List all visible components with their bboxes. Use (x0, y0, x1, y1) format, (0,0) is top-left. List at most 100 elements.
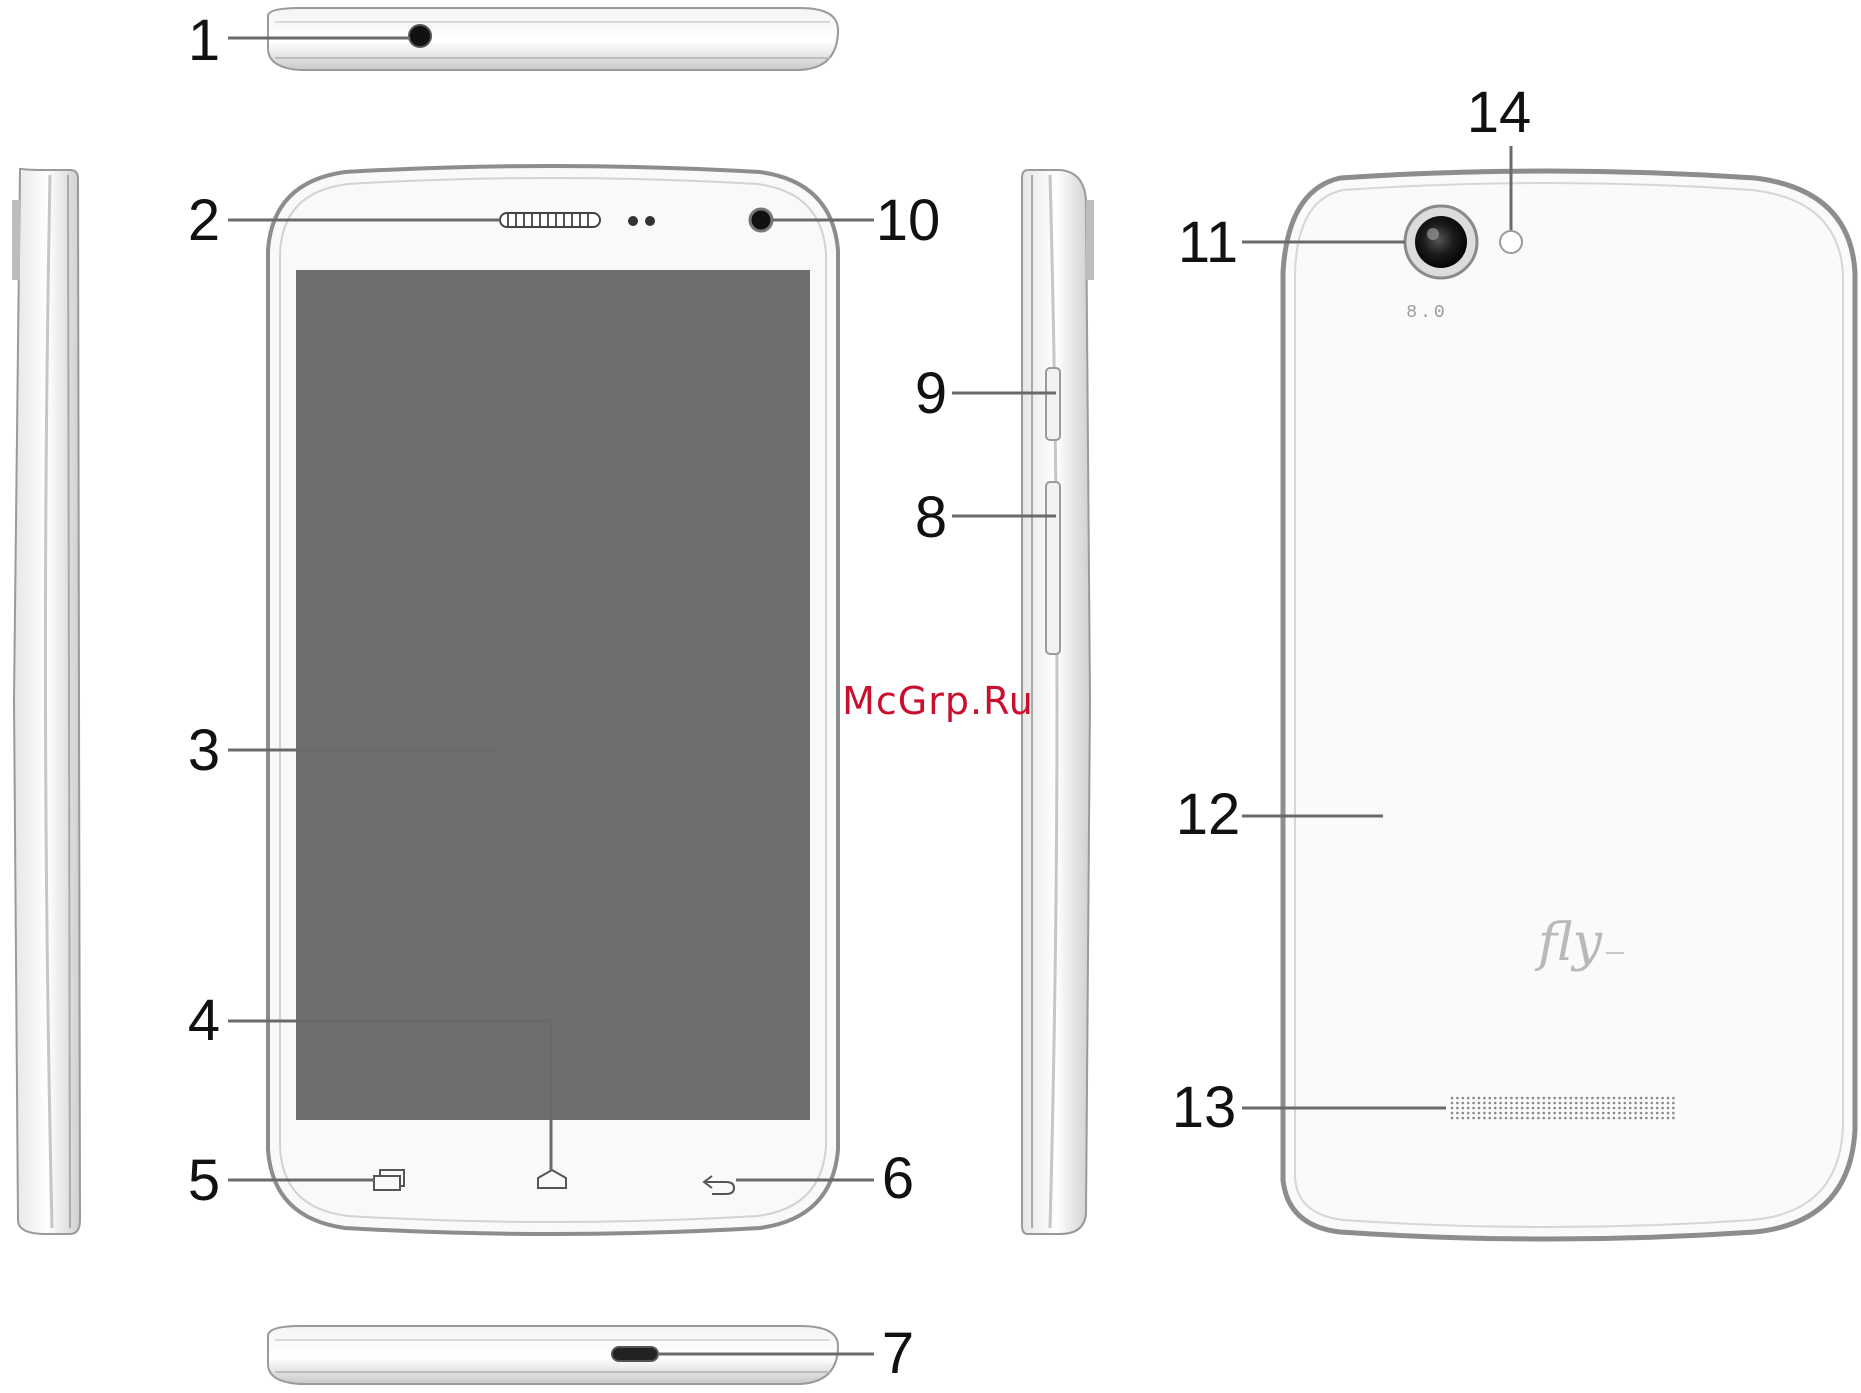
grille-dot (1602, 1107, 1605, 1110)
grille-dot (1548, 1107, 1551, 1110)
grille-dot (1462, 1117, 1465, 1120)
grille-dot (1543, 1117, 1546, 1120)
grille-dot (1602, 1102, 1605, 1105)
grille-dot (1672, 1117, 1675, 1120)
grille-dot (1602, 1112, 1605, 1115)
grille-dot (1575, 1102, 1578, 1105)
grille-dot (1586, 1107, 1589, 1110)
grille-dot (1597, 1097, 1600, 1100)
grille-dot (1499, 1107, 1502, 1110)
grille-dot (1629, 1102, 1632, 1105)
grille-dot (1607, 1117, 1610, 1120)
grille-dot (1467, 1112, 1470, 1115)
grille-dot (1570, 1097, 1573, 1100)
grille-dot (1467, 1102, 1470, 1105)
grille-dot (1661, 1117, 1664, 1120)
grille-dot (1532, 1107, 1535, 1110)
grille-dot (1478, 1097, 1481, 1100)
grille-dot (1564, 1107, 1567, 1110)
volume-up-button (1046, 368, 1060, 440)
camera-megapixel-badge: 8.0 (1406, 303, 1447, 323)
grille-dot (1483, 1117, 1486, 1120)
grille-dot (1559, 1097, 1562, 1100)
grille-dot (1575, 1112, 1578, 1115)
grille-dot (1451, 1107, 1454, 1110)
callout-11: 11 (1178, 210, 1238, 275)
grille-dot (1580, 1117, 1583, 1120)
grille-dot (1559, 1107, 1562, 1110)
left-side-view (12, 168, 80, 1234)
grille-dot (1532, 1112, 1535, 1115)
volume-down-button (1046, 482, 1060, 654)
callout-13: 13 (1172, 1075, 1237, 1140)
callout-5: 5 (188, 1148, 220, 1213)
grille-dot (1624, 1102, 1627, 1105)
grille-dot (1472, 1112, 1475, 1115)
grille-dot (1656, 1117, 1659, 1120)
grille-dot (1624, 1112, 1627, 1115)
grille-dot (1451, 1097, 1454, 1100)
grille-dot (1483, 1097, 1486, 1100)
grille-dot (1489, 1102, 1492, 1105)
grille-dot (1667, 1102, 1670, 1105)
callout-14: 14 (1467, 80, 1532, 145)
grille-dot (1667, 1117, 1670, 1120)
grille-dot (1489, 1117, 1492, 1120)
grille-dot (1499, 1112, 1502, 1115)
grille-dot (1499, 1117, 1502, 1120)
grille-dot (1456, 1117, 1459, 1120)
grille-dot (1661, 1107, 1664, 1110)
grille-dot (1548, 1102, 1551, 1105)
grille-dot (1629, 1117, 1632, 1120)
grille-dot (1591, 1097, 1594, 1100)
grille-dot (1629, 1112, 1632, 1115)
grille-dot (1602, 1097, 1605, 1100)
grille-dot (1553, 1117, 1556, 1120)
callout-3: 3 (188, 718, 220, 783)
grille-dot (1645, 1102, 1648, 1105)
grille-dot (1553, 1107, 1556, 1110)
callout-4: 4 (188, 988, 220, 1053)
front-view (268, 166, 838, 1234)
grille-dot (1645, 1112, 1648, 1115)
grille-dot (1521, 1107, 1524, 1110)
grille-dot (1467, 1107, 1470, 1110)
grille-dot (1548, 1097, 1551, 1100)
grille-dot (1472, 1102, 1475, 1105)
grille-dot (1586, 1097, 1589, 1100)
callout-2: 2 (188, 188, 220, 253)
grille-dot (1451, 1102, 1454, 1105)
grille-dot (1645, 1097, 1648, 1100)
front-camera-icon (750, 209, 772, 231)
grille-dot (1564, 1097, 1567, 1100)
grille-dot (1570, 1112, 1573, 1115)
grille-dot (1575, 1107, 1578, 1110)
grille-dot (1510, 1097, 1513, 1100)
grille-dot (1613, 1117, 1616, 1120)
grille-dot (1505, 1097, 1508, 1100)
grille-dot (1672, 1112, 1675, 1115)
grille-dot (1564, 1102, 1567, 1105)
grille-dot (1526, 1112, 1529, 1115)
grille-dot (1456, 1097, 1459, 1100)
grille-dot (1656, 1107, 1659, 1110)
grille-dot (1537, 1107, 1540, 1110)
callout-8: 8 (915, 485, 947, 550)
grille-dot (1516, 1102, 1519, 1105)
grille-dot (1624, 1097, 1627, 1100)
grille-dot (1564, 1117, 1567, 1120)
grille-dot (1499, 1097, 1502, 1100)
grille-dot (1553, 1097, 1556, 1100)
grille-dot (1532, 1102, 1535, 1105)
grille-dot (1629, 1097, 1632, 1100)
proximity-sensor-icon (628, 216, 638, 226)
grille-dot (1672, 1107, 1675, 1110)
callout-7: 7 (882, 1321, 914, 1386)
grille-dot (1667, 1107, 1670, 1110)
grille-dot (1483, 1112, 1486, 1115)
back-view: 8.0 fly (1283, 171, 1855, 1239)
grille-dot (1661, 1097, 1664, 1100)
grille-dot (1634, 1112, 1637, 1115)
grille-dot (1564, 1112, 1567, 1115)
